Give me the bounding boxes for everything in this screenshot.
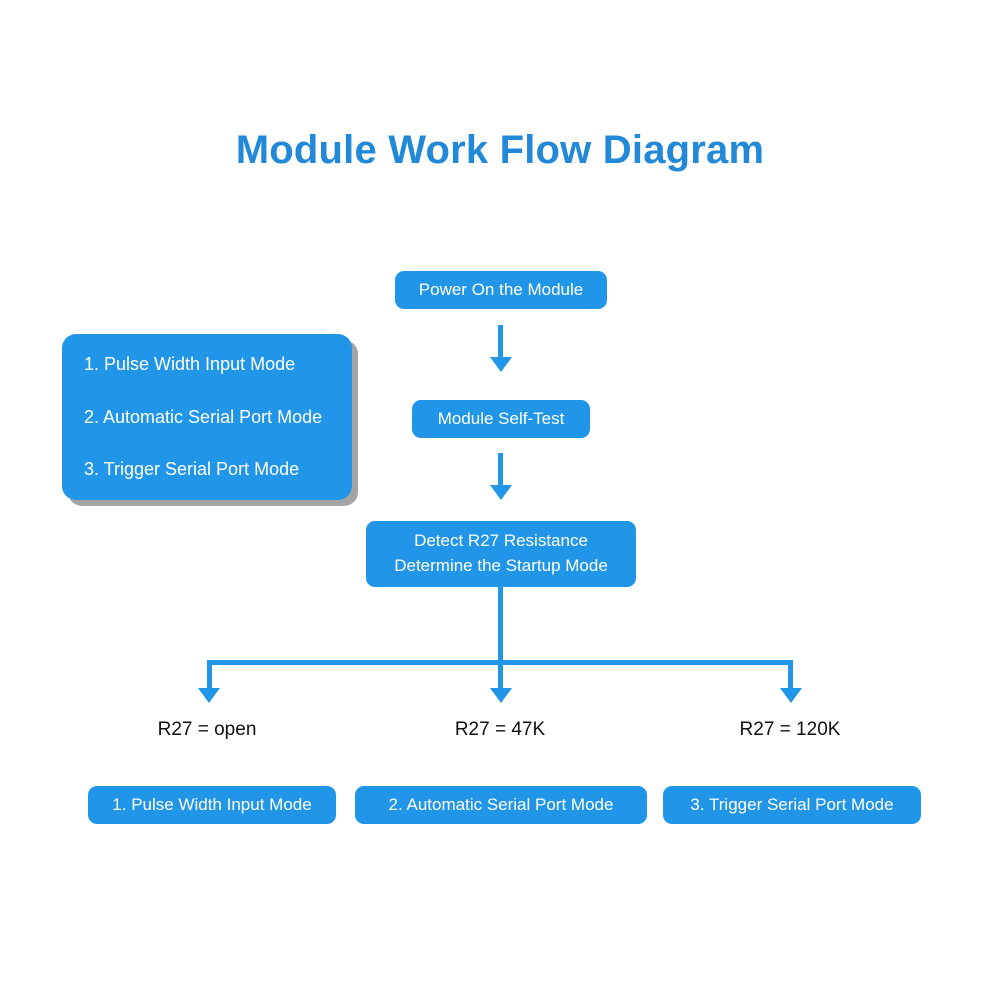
flow-step-power-on-label: Power On the Module [418,279,584,299]
flow-step-detect-r27-line1: Detect R27 Resistance [414,531,588,551]
connector-step3-trunk [498,587,503,662]
connector-branch-2 [498,660,503,692]
branch-condition-3: R27 = 120K [739,719,841,740]
connector-branch-1 [207,660,212,692]
branch-result-3: 3. Trigger Serial Port Mode [663,786,921,824]
startup-modes-panel: 1. Pulse Width Input Mode 2. Automatic S… [62,334,352,500]
branch-result-2: 2. Automatic Serial Port Mode [355,786,647,824]
flow-step-detect-r27: Detect R27 Resistance Determine the Star… [366,521,636,587]
branch-result-2-label: 2. Automatic Serial Port Mode [388,794,614,814]
flow-step-self-test-label: Module Self-Test [437,408,565,428]
branch-result-1-label: 1. Pulse Width Input Mode [112,794,312,814]
mode-line-2: 2. Automatic Serial Port Mode [84,406,323,427]
arrow-down-branch-3 [780,688,802,703]
arrow-down-step2-step3 [490,485,512,500]
branch-condition-2: R27 = 47K [454,719,546,740]
arrow-down-step1-step2 [490,357,512,372]
branch-result-1: 1. Pulse Width Input Mode [88,786,336,824]
branch-condition-1: R27 = open [157,719,257,740]
flow-step-detect-r27-line2: Determine the Startup Mode [394,556,608,575]
flow-step-self-test: Module Self-Test [412,400,590,438]
flow-step-power-on: Power On the Module [395,271,607,309]
connector-step1-step2 [498,325,503,361]
arrow-down-branch-2 [490,688,512,703]
mode-line-1: 1. Pulse Width Input Mode [84,354,296,374]
connector-branch-3 [788,660,793,692]
mode-line-3: 3. Trigger Serial Port Mode [84,459,300,479]
page-title: Module Work Flow Diagram [235,128,765,172]
connector-step2-step3 [498,453,503,489]
branch-result-3-label: 3. Trigger Serial Port Mode [690,794,894,814]
arrow-down-branch-1 [198,688,220,703]
